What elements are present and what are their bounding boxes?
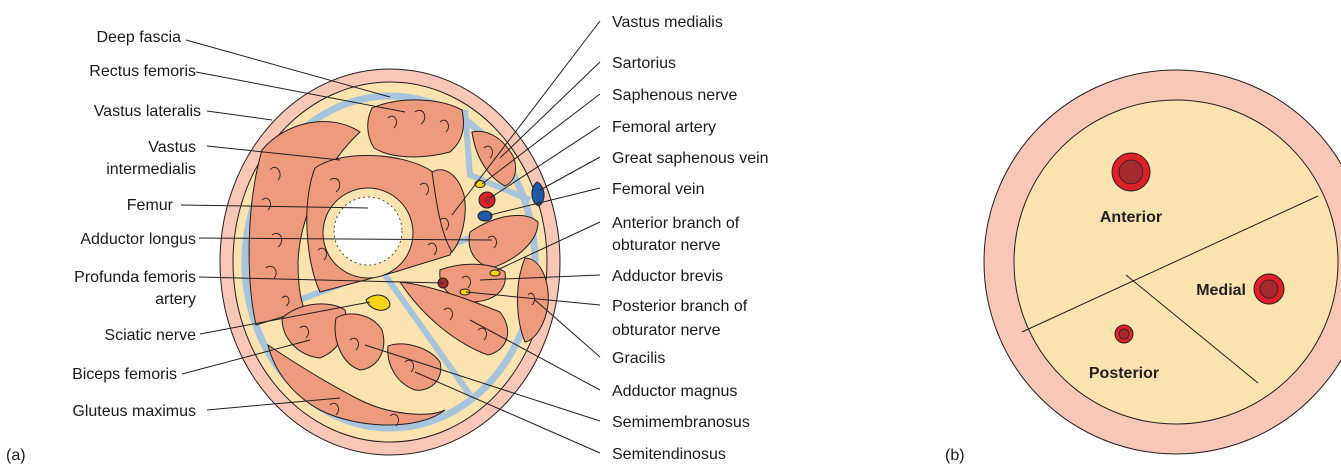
label-gluteus-maximus: Gluteus maximus [72, 403, 196, 420]
label-anterior-obturator-1: Anterior branch of [612, 215, 740, 232]
label-sartorius: Sartorius [612, 55, 676, 72]
panel-b-tag: (b) [945, 447, 965, 464]
right-labels: Vastus medialis Sartorius Saphenous nerv… [612, 14, 769, 463]
label-femoral-vein: Femoral vein [612, 181, 704, 198]
label-posterior-obturator-2: obturator nerve [612, 322, 721, 339]
anterior-obturator-nerve [490, 270, 500, 276]
label-gracilis: Gracilis [612, 350, 665, 367]
saphenous-nerve [475, 181, 485, 188]
label-profunda-femoris-2: artery [155, 291, 196, 308]
posterior-artery-lumen [1119, 329, 1129, 339]
label-femoral-artery: Femoral artery [612, 119, 716, 136]
label-femur: Femur [127, 197, 174, 214]
label-adductor-brevis: Adductor brevis [612, 268, 723, 285]
panel-b-compartments: Anterior Medial Posterior [984, 70, 1341, 454]
femoral-vein [478, 211, 492, 221]
panel-a-cross-section [220, 69, 560, 455]
label-vastus-intermedialis-1: Vastus [148, 139, 196, 156]
femoral-artery-lumen [484, 197, 491, 204]
anterior-artery-lumen [1119, 160, 1143, 184]
rectus-femoris-muscle [368, 100, 464, 157]
label-sciatic-nerve: Sciatic nerve [104, 327, 196, 344]
label-semimembranosus: Semimembranosus [612, 414, 750, 431]
label-adductor-magnus: Adductor magnus [612, 383, 737, 400]
label-biceps-femoris: Biceps femoris [72, 366, 177, 383]
label-vastus-lateralis: Vastus lateralis [94, 103, 201, 120]
label-adductor-longus: Adductor longus [80, 231, 196, 248]
left-labels: Deep fascia Rectus femoris Vastus latera… [72, 29, 201, 420]
label-semitendinosus: Semitendinosus [612, 446, 726, 463]
label-rectus-femoris: Rectus femoris [89, 63, 196, 80]
label-profunda-femoris-1: Profunda femoris [74, 269, 196, 286]
label-great-saphenous-vein: Great saphenous vein [612, 150, 769, 167]
compartment-label-posterior: Posterior [1089, 365, 1159, 382]
label-saphenous-nerve: Saphenous nerve [612, 87, 738, 104]
compartment-inner-circle [1014, 100, 1338, 424]
medial-artery-lumen [1260, 280, 1278, 298]
panel-a-tag: (a) [6, 447, 26, 464]
label-deep-fascia: Deep fascia [97, 29, 182, 46]
compartment-label-anterior: Anterior [1100, 209, 1162, 226]
label-anterior-obturator-2: obturator nerve [612, 237, 721, 254]
label-vastus-medialis: Vastus medialis [612, 14, 723, 31]
label-posterior-obturator-1: Posterior branch of [612, 298, 748, 315]
label-vastus-intermedialis-2: intermedialis [106, 161, 196, 178]
compartment-label-medial: Medial [1196, 282, 1246, 299]
